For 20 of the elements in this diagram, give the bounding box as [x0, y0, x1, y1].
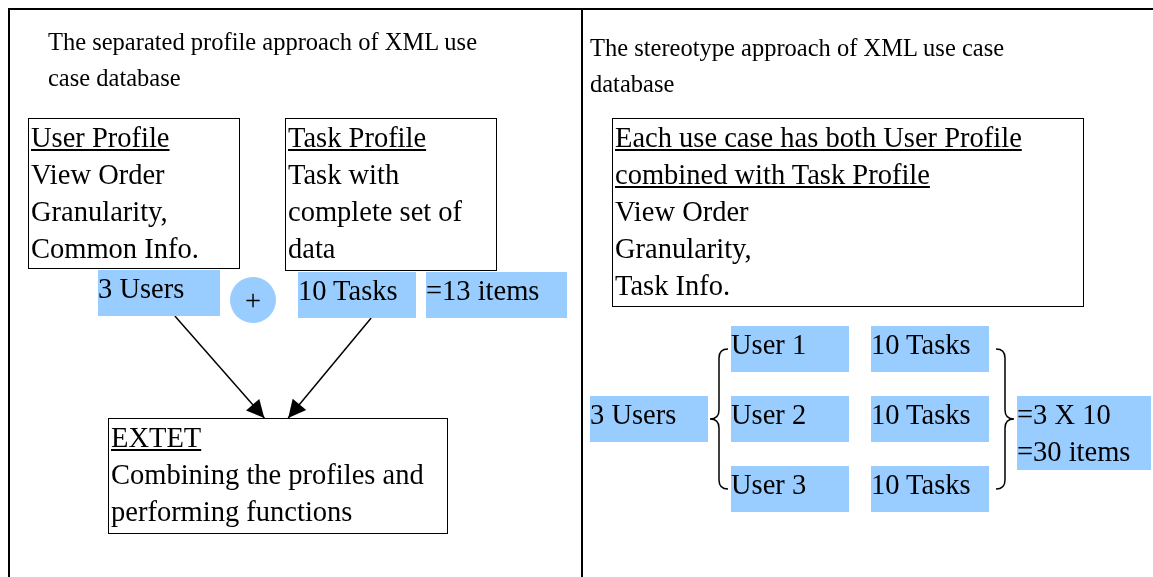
panel-heading: The separated profile approach of XML use case database	[48, 27, 479, 93]
arrow	[287, 317, 372, 419]
profile-box: EXTET Combining the profiles and performing functions	[108, 418, 448, 534]
count-tag: 10 Tasks	[871, 466, 989, 512]
count-tag: =13 items	[426, 272, 567, 318]
profile-box: Task Profile Task with complete set of data	[285, 118, 497, 271]
count-tag: 10 Tasks	[871, 326, 989, 372]
count-tag: User 3	[731, 466, 849, 512]
panel-heading: The stereotype approach of XML use case database	[590, 33, 1006, 99]
count-tag: User 1	[731, 326, 849, 372]
plus-circle: +	[230, 277, 276, 323]
count-tag: 10 Tasks	[871, 396, 989, 442]
count-tag: =3 X 10 =30 items	[1017, 396, 1151, 470]
count-tag: User 2	[731, 396, 849, 442]
arrow	[174, 315, 266, 419]
count-tag: 3 Users	[98, 270, 220, 316]
count-tag: 10 Tasks	[298, 272, 416, 318]
profile-box: Each use case has both User Profile combined with Task Profile View Order Granularity, Task Info.	[612, 118, 1084, 307]
count-tag: 3 Users	[590, 396, 708, 442]
profile-box: User Profile View Order Granularity, Common Info.	[28, 118, 240, 269]
